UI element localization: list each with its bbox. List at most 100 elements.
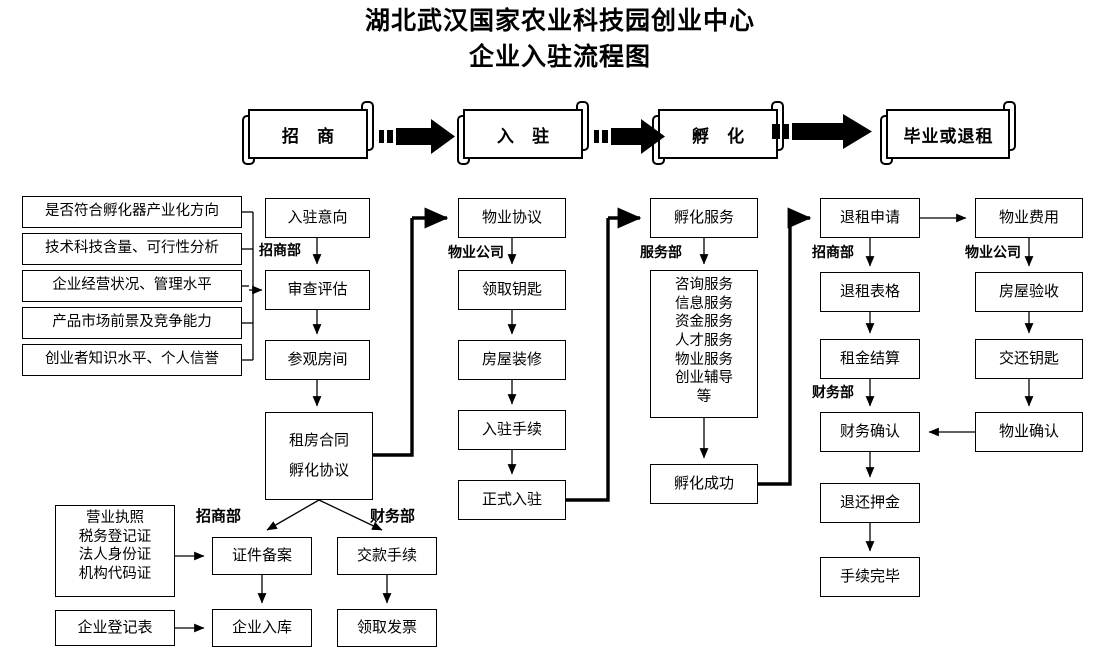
node-label: 财务确认: [839, 423, 900, 440]
service-item: 咨询服务: [675, 277, 733, 293]
banner-label: 招 商: [281, 126, 342, 146]
banner-incubation: 孵 化: [650, 101, 786, 167]
banner-move-in: 入 驻: [455, 101, 591, 167]
service-item: 资金服务: [675, 314, 733, 331]
service-item: 信息服务: [675, 295, 733, 312]
node-rent-settlement: 租金结算: [820, 339, 920, 379]
criteria-label: 创业者知识水平、个人信誉: [45, 351, 219, 368]
criteria-label: 是否符合孵化器产业化方向: [45, 203, 219, 220]
node-label: 证件备案: [231, 547, 292, 564]
dept-label-col4: 服务部: [640, 244, 682, 260]
node-finance-confirm: 财务确认: [820, 412, 920, 452]
criteria-box-5: 创业者知识水平、个人信誉: [22, 344, 242, 376]
banner-graduate-or-exit: 毕业或退租: [878, 101, 1018, 167]
dept-label-bottom-right: 财务部: [370, 508, 416, 525]
connector-col4-to-col5: [758, 207, 812, 486]
banner-label: 入 驻: [496, 126, 557, 146]
node-house-inspection: 房屋验收: [975, 272, 1083, 312]
dept-label-col2: 招商部: [259, 242, 301, 258]
document-item: 营业执照: [86, 510, 144, 526]
node-label: 物业费用: [998, 209, 1059, 226]
block-arrow-3: [772, 114, 872, 149]
node-return-keys: 交还钥匙: [975, 339, 1083, 379]
node-official-move-in: 正式入驻: [458, 480, 566, 520]
document-item: 法人身份证: [78, 547, 152, 564]
node-enterprise-archive: 企业入库: [212, 609, 312, 647]
node-label: 审查评估: [287, 281, 348, 298]
dept-label-col6: 物业公司: [965, 244, 1021, 260]
node-label: 领取钥匙: [481, 281, 542, 298]
node-label: 物业确认: [998, 423, 1059, 440]
node-property-fee: 物业费用: [975, 198, 1083, 238]
node-service-list: 咨询服务 信息服务 资金服务 人才服务 物业服务 创业辅导 等: [650, 270, 758, 418]
node-label: 退还押金: [839, 494, 900, 511]
page-title-line1: 湖北武汉国家农业科技园创业中心: [364, 8, 755, 35]
service-item: 人才服务: [675, 332, 733, 349]
node-label: 入驻手续: [481, 421, 542, 438]
node-incubation-success: 孵化成功: [650, 464, 758, 504]
criteria-label: 产品市场前景及竞争能力: [52, 314, 212, 331]
criteria-box-4: 产品市场前景及竞争能力: [22, 307, 242, 339]
node-required-documents: 营业执照 税务登记证 法人身份证 机构代码证: [55, 505, 175, 597]
connector-col3-to-col4: [566, 207, 642, 502]
banner-label: 孵 化: [691, 126, 752, 146]
service-item: 创业辅导: [675, 370, 733, 387]
node-exit-application: 退租申请: [820, 198, 920, 238]
node-label: 房屋验收: [998, 283, 1059, 300]
node-label: 物业协议: [481, 209, 542, 226]
node-registration-form: 企业登记表: [55, 610, 175, 646]
node-label-line2: 孵化协议: [288, 463, 349, 479]
node-label: 交款手续: [356, 547, 417, 564]
node-renovation: 房屋装修: [458, 340, 566, 380]
node-label: 孵化成功: [673, 475, 734, 492]
node-lease-and-incubation-agreement: 租房合同 孵化协议: [265, 412, 373, 500]
node-label: 退租申请: [839, 209, 900, 226]
node-move-in-procedure: 入驻手续: [458, 410, 566, 450]
node-visit-room: 参观房间: [265, 340, 370, 380]
node-label: 参观房间: [287, 351, 348, 368]
node-label: 领取发票: [356, 619, 417, 636]
document-item: 机构代码证: [78, 565, 152, 582]
service-item: 物业服务: [675, 351, 733, 368]
node-label: 企业入库: [231, 619, 292, 636]
banner-label: 毕业或退租: [903, 126, 994, 146]
dept-label-col5-top: 招商部: [812, 244, 854, 260]
node-label: 孵化服务: [673, 209, 734, 226]
service-item: 等: [696, 388, 712, 405]
node-move-in-intent: 入驻意向: [265, 198, 370, 238]
node-procedure-complete: 手续完毕: [820, 557, 920, 597]
node-label: 房屋装修: [481, 351, 542, 368]
node-label-line1: 租房合同: [288, 432, 349, 449]
criteria-label: 技术科技含量、可行性分析: [45, 240, 219, 257]
criteria-box-1: 是否符合孵化器产业化方向: [22, 196, 242, 228]
node-collect-keys: 领取钥匙: [458, 270, 566, 310]
node-property-confirm: 物业确认: [975, 412, 1083, 452]
criteria-box-2: 技术科技含量、可行性分析: [22, 233, 242, 265]
node-label: 企业登记表: [77, 619, 153, 636]
block-arrow-1: [379, 119, 455, 154]
node-document-filing: 证件备案: [212, 537, 312, 575]
dept-label-col3: 物业公司: [448, 244, 504, 260]
node-get-invoice: 领取发票: [337, 609, 437, 647]
criteria-label: 企业经营状况、管理水平: [52, 277, 212, 294]
node-payment-procedure: 交款手续: [337, 537, 437, 575]
node-label: 租金结算: [839, 350, 900, 367]
node-exit-form: 退租表格: [820, 272, 920, 312]
document-item: 税务登记证: [78, 528, 152, 545]
node-label: 交还钥匙: [998, 350, 1059, 367]
connector-col2-to-col3: [373, 207, 449, 457]
node-refund-deposit: 退还押金: [820, 483, 920, 523]
node-label: 手续完毕: [839, 568, 900, 585]
dept-label-col5-mid: 财务部: [812, 384, 854, 400]
node-review-assessment: 审查评估: [265, 270, 370, 310]
criteria-bracket: [242, 211, 263, 361]
node-label: 入驻意向: [287, 209, 348, 226]
dept-label-bottom-left: 招商部: [196, 508, 242, 525]
node-label: 退租表格: [839, 283, 900, 300]
connector-bottom-verticals: [257, 575, 392, 604]
node-incubation-service: 孵化服务: [650, 198, 758, 238]
criteria-box-3: 企业经营状况、管理水平: [22, 270, 242, 302]
banner-recruitment: 招 商: [240, 101, 376, 167]
node-property-agreement: 物业协议: [458, 198, 566, 238]
